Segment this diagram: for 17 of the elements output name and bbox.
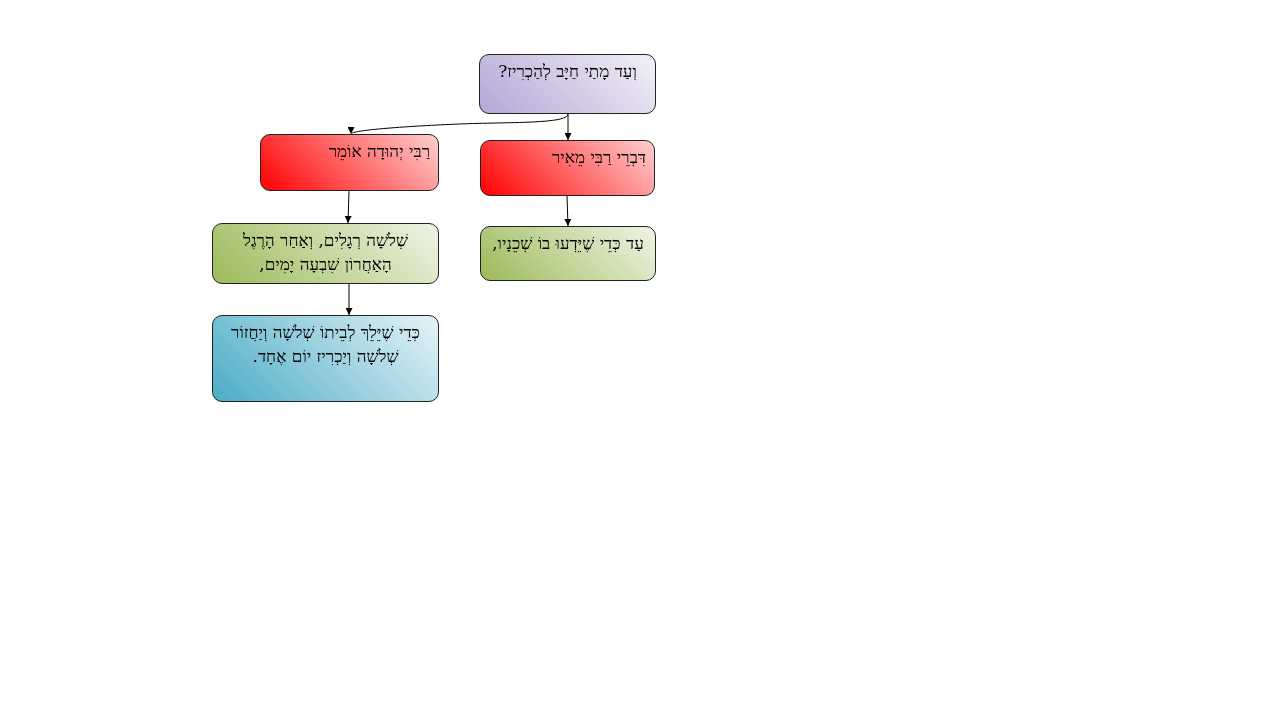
node-text: דִּבְרֵי רַבִּי מֵאִיר <box>551 146 646 169</box>
arrow <box>350 113 569 135</box>
node-text: עַד כְּדֵי שֶׁיֵּדְעוּ בוֹ שְׁכֵנָיו, <box>492 232 644 255</box>
node-text: שְׁלֹשָׁה רְגָלִים, וְאַחַר הָרֶגֶל הָאַחֲרוֹן שִׁבְעָה יָמִים, <box>241 229 410 276</box>
arrow <box>564 195 572 227</box>
arrow <box>344 190 352 224</box>
opinion-box <box>480 140 655 196</box>
arrow <box>564 113 572 141</box>
node-text: כְּדֵי שֶׁיֵּלֵךְ לְבֵיתוֹ שְׁלֹשָׁה וְיַחֲזוֹר שְׁלֹשָׁה וְיַכְרִיז יוֹם אֶחָד. <box>230 321 421 368</box>
answer-box <box>480 226 656 281</box>
arrow <box>345 283 353 316</box>
opinion-box <box>260 134 439 191</box>
node-text: רַבִּי יְהוּדָה אוֹמֵר <box>328 140 430 163</box>
answer-box <box>212 315 439 402</box>
question-box <box>479 54 656 114</box>
answer-box <box>212 223 439 284</box>
node-text: וְעַד מָתַי חַיָּב לְהַכְרִיז? <box>498 60 637 83</box>
